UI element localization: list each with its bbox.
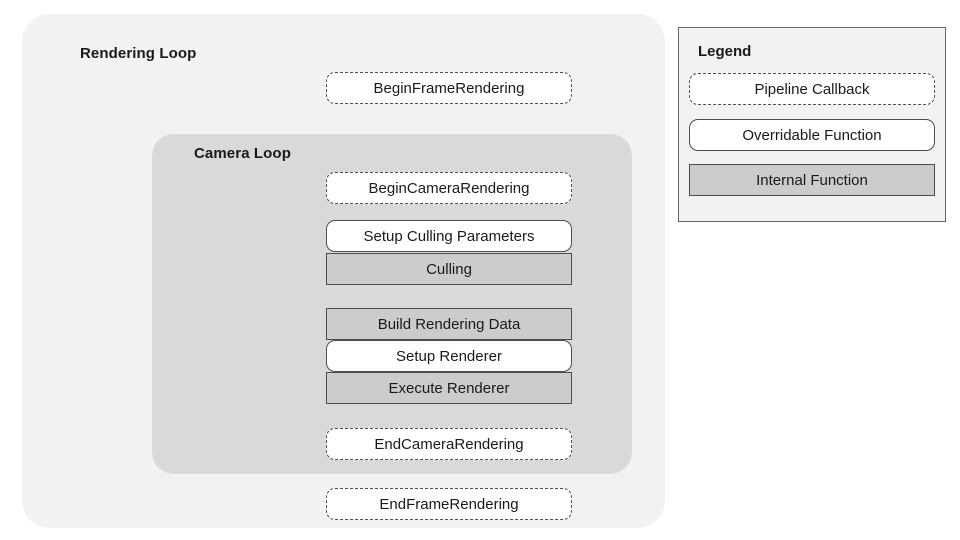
node-begin-frame-rendering[interactable]: BeginFrameRendering: [326, 72, 572, 104]
camera-loop-title: Camera Loop: [194, 145, 291, 162]
camera-loop-group: Camera Loop BeginCameraRendering Setup C…: [152, 134, 632, 474]
rendering-loop-group: Rendering Loop BeginFrameRendering Camer…: [22, 14, 665, 528]
node-end-camera-rendering[interactable]: EndCameraRendering: [326, 428, 572, 460]
node-execute-renderer[interactable]: Execute Renderer: [326, 372, 572, 404]
node-setup-culling-parameters[interactable]: Setup Culling Parameters: [326, 220, 572, 252]
legend-title: Legend: [698, 43, 752, 60]
legend-item-overridable-function[interactable]: Overridable Function: [689, 119, 935, 151]
node-build-rendering-data[interactable]: Build Rendering Data: [326, 308, 572, 340]
legend-panel: Legend Pipeline Callback Overridable Fun…: [678, 27, 946, 222]
node-begin-camera-rendering[interactable]: BeginCameraRendering: [326, 172, 572, 204]
node-culling[interactable]: Culling: [326, 253, 572, 285]
node-end-frame-rendering[interactable]: EndFrameRendering: [326, 488, 572, 520]
node-setup-renderer[interactable]: Setup Renderer: [326, 340, 572, 372]
legend-item-internal-function[interactable]: Internal Function: [689, 164, 935, 196]
rendering-loop-title: Rendering Loop: [80, 45, 197, 62]
legend-item-pipeline-callback[interactable]: Pipeline Callback: [689, 73, 935, 105]
